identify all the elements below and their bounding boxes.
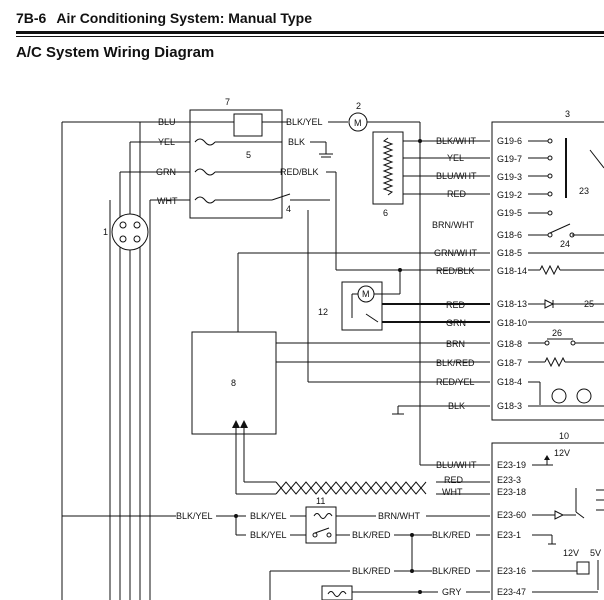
label-7: 7: [225, 97, 230, 107]
wire-yel-r: YEL: [447, 153, 464, 163]
term-e23-60: E23-60: [497, 510, 526, 520]
wire-blk-red-d: BLK/RED: [432, 566, 471, 576]
label-23: 23: [579, 186, 589, 196]
wire-grn: GRN: [156, 167, 176, 177]
wire-yel: YEL: [158, 137, 175, 147]
wire-blk-yel-top: BLK/YEL: [286, 117, 323, 127]
term-g18-14: G18-14: [497, 266, 527, 276]
wire-blk-red-b: BLK/RED: [432, 530, 471, 540]
label-25: 25: [584, 299, 594, 309]
label-12: 12: [318, 307, 328, 317]
module-10: 10 E23-19 E23-3 E23-18 E23-60 E23-1 E23-…: [491, 431, 604, 600]
wire-red-r: RED: [447, 189, 467, 199]
label-24: 24: [560, 239, 570, 249]
term-g19-2: G19-2: [497, 190, 522, 200]
actuator-12: M 12: [318, 270, 490, 331]
unit-8: 8: [191, 210, 490, 494]
controller-3: 3 G19-6 G19-7 G19-3 G19-2 G19-5 G18-6 G1…: [491, 109, 604, 421]
term-g18-6: G18-6: [497, 230, 522, 240]
page-header: 7B-6 Air Conditioning System: Manual Type: [16, 10, 312, 26]
label-2: 2: [356, 101, 361, 111]
wire-gry: GRY: [442, 587, 461, 597]
voltage-5v: 5V: [590, 548, 601, 558]
term-e23-19: E23-19: [497, 460, 526, 470]
wire-wht: WHT: [157, 196, 178, 206]
wire-blk-yel-c: BLK/YEL: [250, 530, 287, 540]
label-4: 4: [286, 204, 291, 214]
label-3: 3: [565, 109, 570, 119]
resistor-block-6: 6: [372, 131, 490, 218]
term-g19-5: G19-5: [497, 208, 522, 218]
label-11: 11: [316, 496, 325, 506]
wire-blu-wht: BLU/WHT: [436, 171, 477, 181]
section-number: 7B-6: [16, 10, 47, 26]
term-g18-3: G18-3: [497, 401, 522, 411]
term-g18-13: G18-13: [497, 299, 527, 309]
section-title: Air Conditioning System: Manual Type: [56, 10, 313, 26]
term-g18-5: G18-5: [497, 248, 522, 258]
voltage-12v-a: 12V: [554, 448, 570, 458]
wire-wht-pair: WHT: [442, 487, 463, 497]
fuse-box-7: 7 5 4: [62, 97, 330, 219]
relay-11: BLK/YEL BLK/YEL BLK/YEL 11 BRN/WHT BLK/R…: [62, 496, 490, 571]
term-e23-18: E23-18: [497, 487, 526, 497]
wire-blk-wht: BLK/WHT: [436, 136, 477, 146]
term-g18-4: G18-4: [497, 377, 522, 387]
wire-brn: BRN: [446, 339, 465, 349]
header-rule-thin: [16, 36, 604, 37]
term-g19-3: G19-3: [497, 172, 522, 182]
label-6: 6: [383, 208, 388, 218]
label-26: 26: [552, 328, 562, 338]
diagram-title: A/C System Wiring Diagram: [16, 44, 215, 61]
motor-m-symbol: M: [354, 118, 362, 128]
label-8: 8: [231, 378, 236, 388]
term-e23-3: E23-3: [497, 475, 521, 485]
label-5: 5: [246, 150, 251, 160]
term-g18-8: G18-8: [497, 339, 522, 349]
term-g18-7: G18-7: [497, 358, 522, 368]
actuator-m-symbol: M: [362, 289, 370, 299]
term-e23-47: E23-47: [497, 587, 526, 597]
label-10: 10: [559, 431, 569, 441]
term-g18-10: G18-10: [497, 318, 527, 328]
wire-brn-wht-bottom: BRN/WHT: [378, 511, 420, 521]
motor-2: BLK/YEL M 2 BLK RED/BLK: [280, 101, 490, 465]
wire-blk-top: BLK: [288, 137, 305, 147]
wire-red-blk-r: RED/BLK: [436, 266, 475, 276]
label-1: 1: [103, 227, 108, 237]
term-g19-7: G19-7: [497, 154, 522, 164]
voltage-12v-b: 12V: [563, 548, 579, 558]
wire-blk-yel-b: BLK/YEL: [250, 511, 287, 521]
wire-blk-red-c: BLK/RED: [352, 566, 391, 576]
wire-red-blk: RED/BLK: [280, 167, 319, 177]
wire-blk-red-r: BLK/RED: [436, 358, 475, 368]
wire-blu-wht-bottom: BLU/WHT: [436, 460, 477, 470]
wire-blu: BLU: [158, 117, 176, 127]
term-g19-6: G19-6: [497, 136, 522, 146]
wire-blk-red-a: BLK/RED: [352, 530, 391, 540]
connector-1: 1: [103, 213, 149, 251]
term-e23-16: E23-16: [497, 566, 526, 576]
twisted-pair: RED WHT: [236, 475, 490, 497]
left-bus-lines: [61, 122, 151, 600]
wire-brn-wht: BRN/WHT: [432, 220, 474, 230]
term-e23-1: E23-1: [497, 530, 521, 540]
header-rule: [16, 31, 604, 34]
wire-blk-yel-a: BLK/YEL: [176, 511, 213, 521]
wire-red-pair: RED: [444, 475, 464, 485]
